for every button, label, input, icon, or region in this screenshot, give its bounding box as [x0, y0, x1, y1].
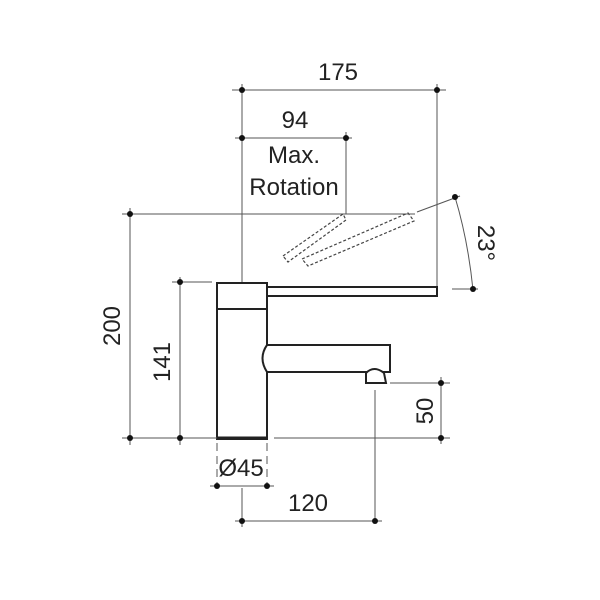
dim-120-label: 120 — [288, 490, 328, 517]
dim-200-label: 200 — [99, 306, 126, 346]
angle-label: 23° — [472, 225, 499, 261]
spout — [261, 344, 391, 373]
faucet — [216, 282, 438, 440]
dim-175-label: 175 — [318, 59, 358, 86]
dim-base-diameter — [210, 443, 274, 489]
dim-angle — [416, 194, 478, 292]
dim-max-rotation — [235, 132, 352, 214]
max-label: Max. — [268, 142, 320, 169]
dim-94-label: 94 — [282, 107, 309, 134]
handle-hub — [216, 282, 268, 310]
dim-141-label: 141 — [149, 342, 176, 382]
dim-overall-height — [122, 208, 217, 445]
aerator — [365, 368, 388, 384]
dim-spout-reach — [235, 488, 382, 527]
dim-spout-height — [374, 377, 450, 522]
rotation-label: Rotation — [249, 174, 338, 201]
lever-handle — [266, 286, 438, 297]
faucet-body — [216, 308, 268, 440]
rotated-handle-ghosts — [282, 212, 415, 267]
dim-body-height — [172, 277, 212, 445]
dim-50-label: 50 — [412, 398, 439, 425]
dim-diameter-label: Ø45 — [218, 455, 263, 482]
